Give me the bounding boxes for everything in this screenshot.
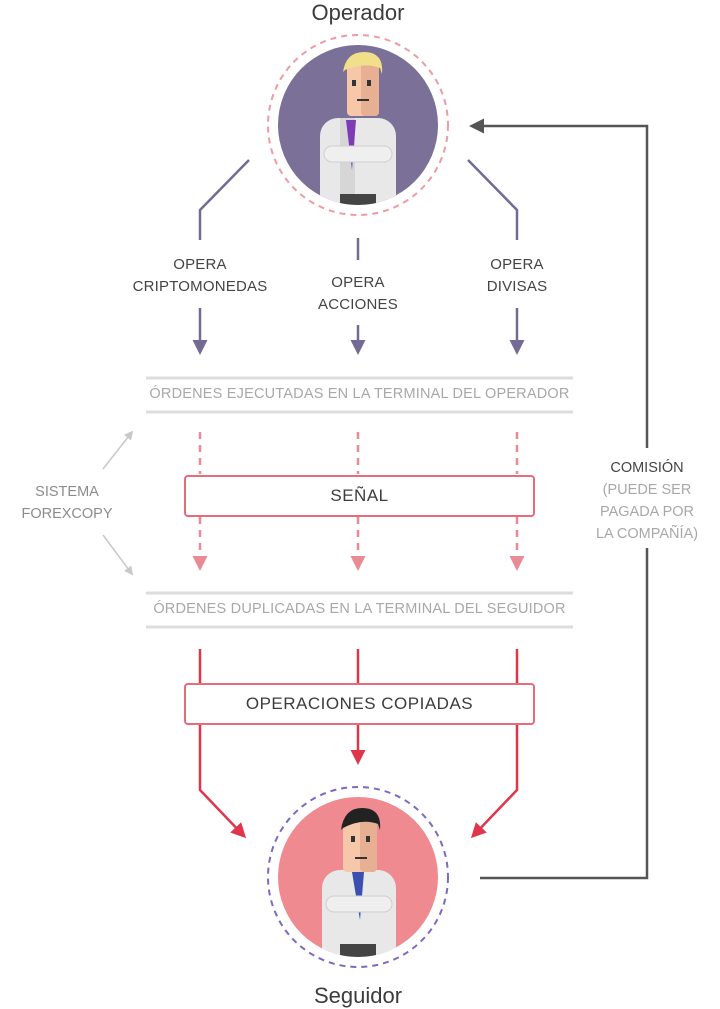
copied-lines <box>198 649 519 839</box>
commission-sub3: LA COMPAÑÍA) <box>595 526 699 542</box>
branch-line-crypto <box>198 159 250 240</box>
branch-line1: OPERA <box>490 256 544 273</box>
copied-operations-box: OPERACIONES COPIADAS <box>184 683 535 725</box>
arrow-copied-right <box>470 724 519 839</box>
operator-branch-lines <box>192 159 525 355</box>
operator-avatar <box>267 34 449 216</box>
system-line2: FOREXCOPY <box>21 506 113 522</box>
branch-line2: ACCIONES <box>318 296 398 313</box>
follower-avatar <box>267 786 449 968</box>
commission-title: COMISIÓN <box>610 460 684 476</box>
system-label: SISTEMA FOREXCOPY <box>14 481 120 525</box>
operator-title: Operador <box>311 0 405 25</box>
follower-title: Seguidor <box>313 983 403 1008</box>
branch-line1: OPERA <box>331 274 385 291</box>
branch-line-forex <box>467 159 519 240</box>
system-line1: SISTEMA <box>35 484 99 500</box>
signal-lines <box>192 432 525 571</box>
band-duplicated: ÓRDENES DUPLICADAS EN LA TERMINAL DEL SE… <box>153 601 566 617</box>
commission-loop <box>469 118 649 880</box>
commission-sub2: PAGADA POR <box>599 504 694 520</box>
band-lines <box>146 376 573 629</box>
branch-line1: OPERA <box>173 256 227 273</box>
branch-label-forex: OPERA DIVISAS <box>427 254 607 298</box>
band-executed: ÓRDENES EJECUTADAS EN LA TERMINAL DEL OP… <box>149 386 570 402</box>
arrow-copied-left <box>198 724 247 839</box>
branch-label-crypto: OPERA CRIPTOMONEDAS <box>110 254 290 298</box>
branch-label-stocks: OPERA ACCIONES <box>268 272 448 316</box>
signal-box: SEÑAL <box>184 475 535 517</box>
branch-line2: DIVISAS <box>486 278 548 295</box>
system-arrows <box>102 430 134 576</box>
branch-line2: CRIPTOMONEDAS <box>132 278 268 295</box>
commission-label: COMISIÓN (PUEDE SER PAGADA POR LA COMPAÑ… <box>588 457 706 545</box>
commission-sub1: (PUEDE SER <box>602 482 692 498</box>
